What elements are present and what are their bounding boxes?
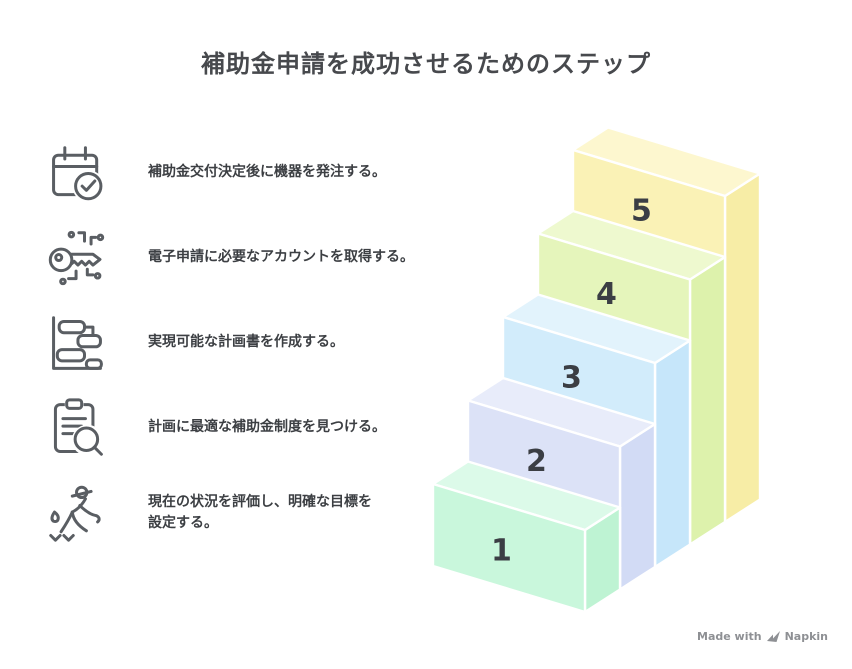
- list-item: 計画に最適な補助金制度を見つける。: [40, 385, 440, 470]
- step-5-side-face: [723, 172, 762, 524]
- clipboard-search-icon: [46, 395, 108, 461]
- list-item: 現在の状況を評価し、明確な目標を設定する。: [40, 470, 440, 555]
- plan-chart-icon: [46, 310, 108, 376]
- list-item: 補助金交付決定後に機器を発注する。: [40, 130, 440, 215]
- step-number-label: 1: [491, 534, 512, 569]
- sower-person-icon: [46, 480, 108, 546]
- step-3-side-face: [653, 339, 692, 569]
- list-item-label: 計画に最適な補助金制度を見つける。: [148, 419, 386, 435]
- step-2-side-face: [618, 422, 657, 591]
- step-number-label: 4: [596, 277, 617, 312]
- list-item-label: 補助金交付決定後に機器を発注する。: [148, 164, 386, 180]
- calendar-check-icon: [46, 140, 108, 206]
- step-number-label: 2: [526, 444, 547, 479]
- list-item: 実現可能な計画書を作成する。: [40, 300, 440, 385]
- list-item-label: 電子申請に必要なアカウントを取得する。: [148, 249, 414, 265]
- step-1-front-face: [431, 482, 587, 614]
- watermark-brand: Napkin: [784, 630, 828, 643]
- step-4-side-face: [688, 255, 727, 546]
- list-item: 電子申請に必要なアカウントを取得する。: [40, 215, 440, 300]
- watermark-prefix: Made with: [697, 630, 762, 643]
- list-item-label: 実現可能な計画書を作成する。: [148, 334, 344, 350]
- page-title: 補助金申請を成功させるためのステップ: [201, 50, 651, 78]
- watermark: Made with Napkin: [697, 630, 828, 643]
- napkin-logo-icon: [766, 630, 780, 642]
- list-item-label: 現在の状況を評価し、明確な目標を設定する。: [148, 493, 372, 531]
- digital-key-icon: [46, 225, 108, 291]
- step-number-label: 3: [561, 361, 582, 396]
- step-number-label: 5: [631, 194, 652, 229]
